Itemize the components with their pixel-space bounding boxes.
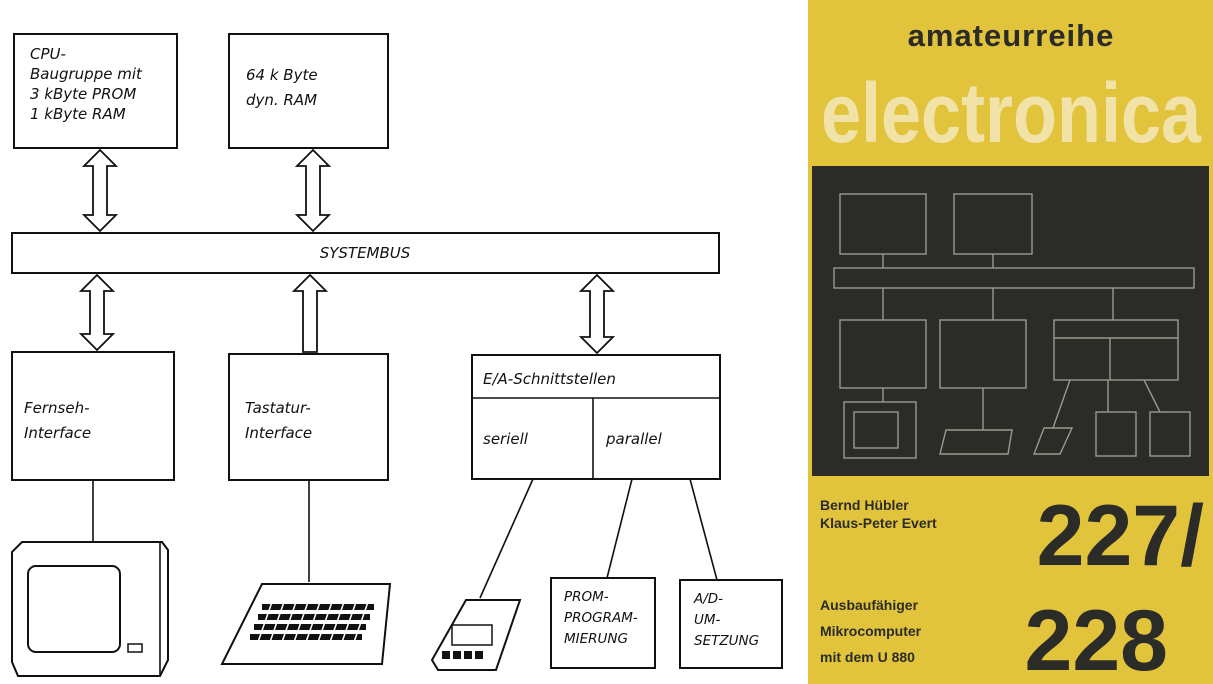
volume-number-bottom: 228 (1025, 593, 1169, 684)
ram-box: 64 k Byte dyn. RAM (229, 34, 388, 148)
ad-line-2: UM- (694, 612, 721, 628)
ram-line-1: 64 k Byte (246, 66, 318, 84)
subtitle-line-3: mit dem U 880 (820, 649, 915, 665)
keyboard-icon (222, 584, 390, 664)
systembus-label: SYSTEMBUS (320, 244, 411, 262)
cpu-line-3: 3 kByte PROM (30, 85, 136, 103)
prom-line-1: PROM- (564, 589, 609, 605)
ad-line-1: A/D- (693, 591, 723, 607)
io-serial-label: seriell (483, 430, 529, 448)
tv-interface-line-2: Interface (24, 424, 91, 442)
keyboard-interface-line-2: Interface (245, 424, 312, 442)
brand-title: electronica (821, 66, 1202, 160)
subtitle-line-2: Mikrocomputer (820, 623, 922, 639)
prom-programming-box: PROM- PROGRAM- MIERUNG (551, 578, 655, 668)
cpu-line-4: 1 kByte RAM (30, 105, 126, 123)
cpu-line-2: Baugruppe mit (30, 65, 143, 83)
tv-bus-double-arrow (81, 275, 113, 350)
subtitle-line-1: Ausbaufähiger (820, 597, 919, 613)
tv-interface-line-1: Fernseh- (24, 399, 90, 417)
series-title: amateurreihe (908, 18, 1115, 53)
cpu-bus-double-arrow (84, 150, 116, 231)
book-cover: amateurreihe electronica Bernd Hübler Kl… (808, 0, 1213, 684)
systembus-bar: SYSTEMBUS (12, 233, 719, 273)
ad-line-3: SETZUNG (694, 633, 759, 649)
volume-number-top: 227/ (1037, 488, 1204, 584)
prom-line-2: PROGRAM- (564, 610, 638, 626)
io-bus-double-arrow (581, 275, 613, 353)
tv-interface-box: Fernseh- Interface (12, 352, 174, 480)
keyboard-interface-box: Tastatur- Interface (229, 354, 388, 480)
ram-bus-double-arrow (297, 150, 329, 231)
monitor-icon (12, 542, 168, 676)
io-interfaces-box: E/A-Schnittstellen seriell parallel (472, 355, 720, 479)
io-parallel-label: parallel (605, 430, 663, 448)
ad-conversion-box: A/D- UM- SETZUNG (680, 580, 782, 668)
cassette-recorder-icon (432, 600, 520, 670)
author-1: Bernd Hübler (820, 497, 909, 513)
io-header-label: E/A-Schnittstellen (483, 370, 616, 388)
cpu-module-box: CPU- Baugruppe mit 3 kByte PROM 1 kByte … (14, 34, 177, 148)
author-2: Klaus-Peter Evert (820, 515, 937, 531)
block-diagram: CPU- Baugruppe mit 3 kByte PROM 1 kByte … (0, 0, 795, 684)
cpu-line-1: CPU- (30, 45, 66, 63)
keyboard-interface-line-1: Tastatur- (245, 399, 311, 417)
keyboard-bus-arrow (294, 275, 326, 352)
prom-line-3: MIERUNG (564, 631, 628, 647)
ram-line-2: dyn. RAM (246, 91, 317, 109)
